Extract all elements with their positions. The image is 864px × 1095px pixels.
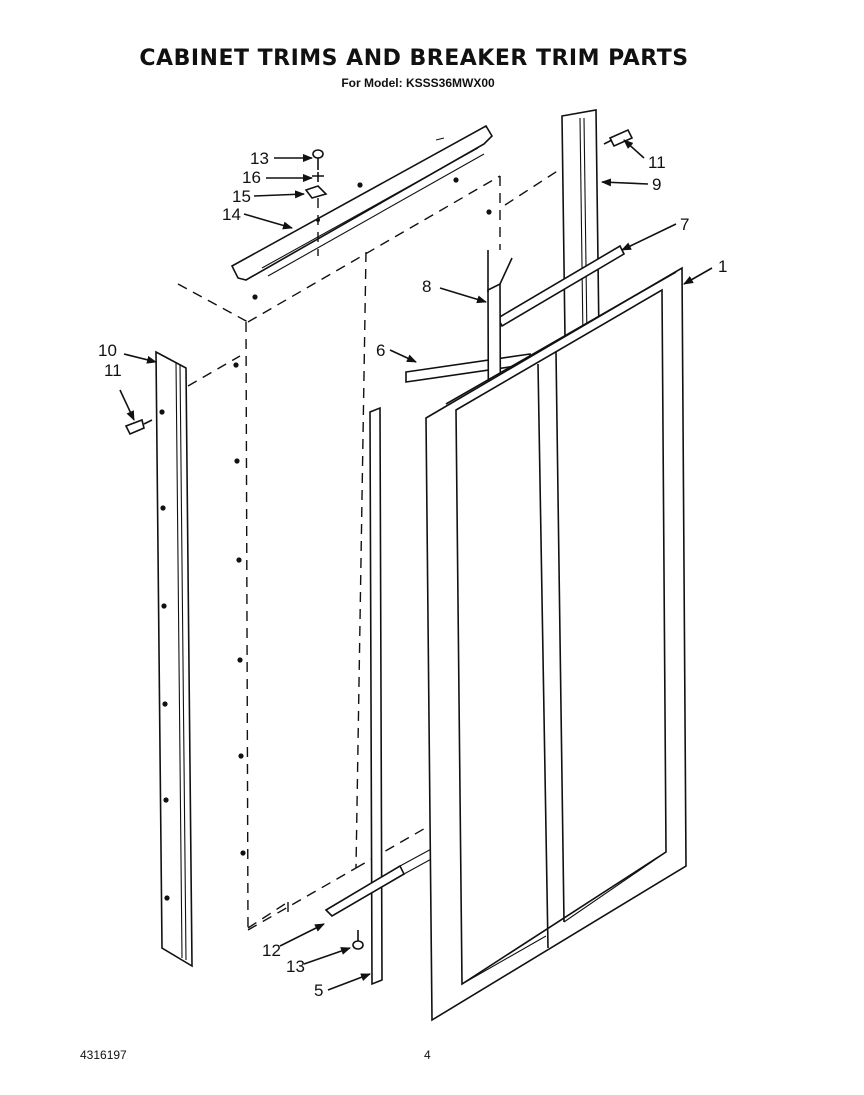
model-subtitle: For Model: KSSS36MWX00 — [341, 76, 495, 90]
callout-5: 5 — [314, 981, 323, 1000]
callout-7: 7 — [680, 215, 689, 234]
page-number: 4 — [424, 1048, 431, 1062]
part-11-right-screw — [603, 128, 634, 148]
part-5-breaker-strip — [369, 406, 383, 986]
callout-13-bottom: 13 — [286, 957, 305, 976]
callout-14: 14 — [222, 205, 241, 224]
callout-1: 1 — [718, 257, 727, 276]
callout-13-top: 13 — [250, 149, 269, 168]
callout-11-left: 11 — [104, 361, 122, 380]
leader-lines — [119, 139, 713, 991]
part-1-front-frame — [425, 266, 687, 1022]
page-title: CABINET TRIMS AND BREAKER TRIM PARTS — [139, 46, 689, 71]
document-number: 4316197 — [80, 1048, 127, 1062]
callout-6: 6 — [376, 341, 385, 360]
callout-9: 9 — [652, 175, 661, 194]
callout-16: 16 — [242, 168, 261, 187]
part-11-left-screw — [124, 418, 153, 436]
callout-11-right: 11 — [648, 153, 666, 172]
part-10-left-trim — [155, 350, 193, 968]
top-screw-stack — [304, 149, 328, 256]
callout-15: 15 — [232, 187, 251, 206]
part-13-bottom-screw — [352, 930, 364, 950]
callout-10: 10 — [98, 341, 117, 360]
callout-8: 8 — [422, 277, 431, 296]
part-14-top-trim — [230, 124, 494, 281]
callout-12: 12 — [262, 941, 281, 960]
